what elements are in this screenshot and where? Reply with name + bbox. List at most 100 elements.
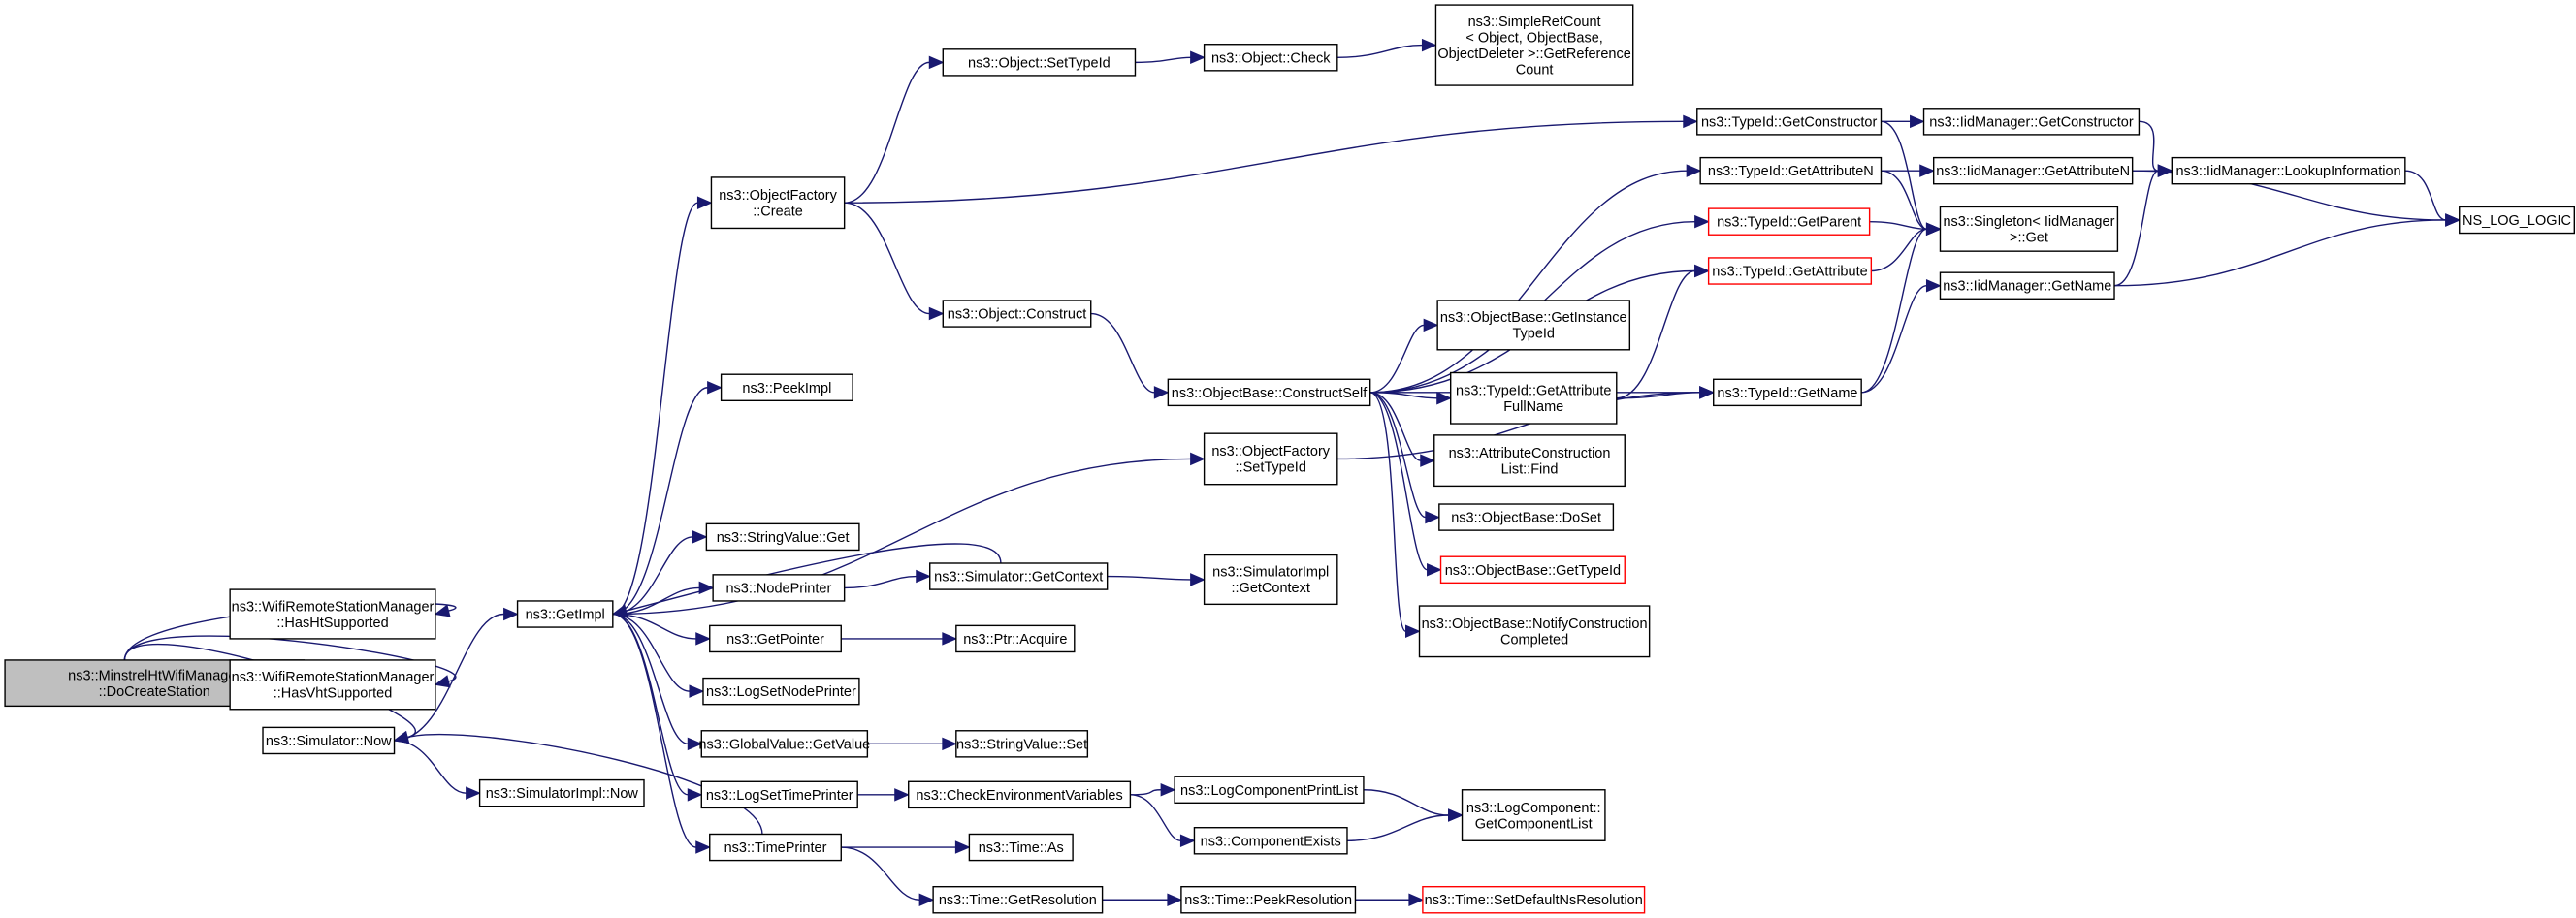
node-label: ::DoCreateStation	[99, 684, 210, 700]
node-object-set-type-id[interactable]: ns3::Object::SetTypeId	[942, 48, 1137, 77]
edge-constructSelf-to-objectBaseGetInstanceTypeId	[1369, 324, 1425, 394]
node-box	[2459, 206, 2576, 235]
node-object-base-notify[interactable]: ns3::ObjectBase::NotifyConstructionCompl…	[1418, 605, 1651, 658]
edge-typeIdGetAttributeFullName-to-typeIdGetAttribute	[1616, 269, 1695, 399]
arrowhead	[954, 840, 971, 854]
node-label: ns3::TypeId::GetConstructor	[1701, 114, 1878, 130]
node-sim-get-context[interactable]: ns3::Simulator::GetContext	[929, 562, 1109, 590]
node-simple-ref-count[interactable]: ns3::SimpleRefCount< Object, ObjectBase,…	[1434, 4, 1634, 86]
edge-typeIdGetAttribute-to-singletonGet	[1871, 228, 1927, 272]
edge-simGetContext-to-getImpl	[626, 543, 1002, 612]
edge-constructSelf-to-objectBaseGetTypeId	[1369, 392, 1428, 571]
node-type-id-get-name[interactable]: ns3::TypeId::GetName	[1713, 378, 1862, 407]
node-log-set-node-printer[interactable]: ns3::LogSetNodePrinter	[702, 677, 860, 706]
node-object-base-get-type-id[interactable]: ns3::ObjectBase::GetTypeId	[1439, 555, 1626, 585]
node-string-value-set[interactable]: ns3::StringValue::Set	[955, 730, 1089, 758]
node-box	[1433, 434, 1626, 488]
node-box	[1707, 207, 1871, 236]
node-box	[2171, 156, 2406, 185]
node-object-factory-create[interactable]: ns3::ObjectFactory::Create	[710, 176, 846, 230]
edge-iidGetName-to-nsLogLogic	[2114, 219, 2446, 287]
node-peek-impl[interactable]: ns3::PeekImpl	[720, 373, 853, 402]
node-sim-now[interactable]: ns3::Simulator::Now	[262, 726, 396, 755]
arrowhead	[466, 786, 481, 800]
node-iid-lookup[interactable]: ns3::IidManager::LookupInformation	[2171, 156, 2406, 185]
arrowhead	[434, 675, 451, 688]
node-box	[955, 730, 1089, 758]
node-time-set-default-ns[interactable]: ns3::Time::SetDefaultNsResolution	[1422, 885, 1646, 914]
arrowhead	[698, 581, 715, 595]
arrowhead	[918, 893, 935, 907]
node-log-component-print-list[interactable]: ns3::LogComponentPrintList	[1174, 776, 1365, 805]
node-time-get-resolution[interactable]: ns3::Time::GetResolution	[932, 885, 1104, 914]
node-label: ns3::PeekImpl	[742, 381, 831, 396]
node-root[interactable]: ns3::MinstrelHtWifiManager::DoCreateStat…	[4, 659, 306, 708]
node-time-printer[interactable]: ns3::TimePrinter	[709, 833, 842, 862]
node-log-component-get-list[interactable]: ns3::LogComponent::GetComponentList	[1461, 789, 1606, 841]
node-object-factory-set-type-id[interactable]: ns3::ObjectFactory::SetTypeId	[1203, 432, 1338, 486]
node-construct-self[interactable]: ns3::ObjectBase::ConstructSelf	[1167, 378, 1371, 407]
node-box	[1439, 555, 1626, 585]
node-component-exists[interactable]: ns3::ComponentExists	[1193, 827, 1348, 855]
node-object-construct[interactable]: ns3::Object::Construct	[942, 300, 1092, 328]
edge-simNow-to-getImpl	[394, 613, 504, 742]
node-singleton-get[interactable]: ns3::Singleton< IidManager >::Get	[1939, 206, 2119, 252]
node-type-id-get-parent[interactable]: ns3::TypeId::GetParent	[1707, 207, 1871, 236]
node-type-id-get-attribute[interactable]: ns3::TypeId::GetAttribute	[1707, 257, 1873, 285]
node-label: ns3::Simulator::Now	[266, 734, 392, 749]
node-node-printer[interactable]: ns3::NodePrinter	[712, 574, 846, 602]
node-has-vht[interactable]: ns3::WifiRemoteStationManager::HasVhtSup…	[229, 659, 436, 711]
edges-layer	[123, 38, 2462, 907]
edge-constructSelf-to-attrConstructionListFind	[1369, 392, 1421, 461]
node-label: ns3::Object::Check	[1211, 50, 1331, 66]
node-label: ns3::AttributeConstruction	[1449, 446, 1611, 461]
node-label: ::HasHtSupported	[276, 616, 388, 631]
node-has-ht[interactable]: ns3::WifiRemoteStationManager::HasHtSupp…	[229, 588, 436, 640]
node-box	[1422, 885, 1646, 914]
edge-checkEnvVars-to-componentExists	[1130, 794, 1181, 841]
node-iid-get-name[interactable]: ns3::IidManager::GetName	[1939, 271, 2115, 300]
node-time-as[interactable]: ns3::Time::As	[968, 833, 1074, 862]
edge-componentExists-to-logComponentGetList	[1346, 814, 1449, 841]
node-get-impl[interactable]: ns3::GetImpl	[516, 600, 614, 628]
node-label: ns3::Object::SetTypeId	[968, 55, 1111, 71]
node-label: ns3::ComponentExists	[1201, 834, 1341, 849]
node-object-check[interactable]: ns3::Object::Check	[1203, 44, 1338, 72]
node-box	[1707, 257, 1873, 285]
node-iid-get-attribute-n[interactable]: ns3::IidManager::GetAttributeN	[1932, 156, 2134, 185]
node-ptr-acquire[interactable]: ns3::Ptr::Acquire	[955, 624, 1076, 653]
node-label: ns3::SimpleRefCount	[1468, 15, 1601, 30]
node-box	[1193, 827, 1348, 855]
node-label: ns3::Time::PeekResolution	[1184, 893, 1352, 908]
node-label: ns3::LogSetTimePrinter	[706, 788, 853, 804]
node-iid-get-constructor[interactable]: ns3::IidManager::GetConstructor	[1922, 108, 2141, 136]
node-type-id-get-constructor[interactable]: ns3::TypeId::GetConstructor	[1696, 108, 1883, 136]
node-string-value-get[interactable]: ns3::StringValue::Get	[705, 522, 860, 552]
node-time-peek-resolution[interactable]: ns3::Time::PeekResolution	[1180, 885, 1357, 914]
node-ns-log-logic[interactable]: NS_LOG_LOGIC	[2459, 206, 2576, 235]
node-label: Count	[1516, 62, 1554, 78]
node-sim-impl-now[interactable]: ns3::SimulatorImpl::Now	[478, 778, 645, 807]
node-global-value-get-value[interactable]: ns3::GlobalValue::GetValue	[698, 730, 870, 758]
node-check-env-vars[interactable]: ns3::CheckEnvironmentVariables	[908, 780, 1132, 809]
node-sim-impl-get-context[interactable]: ns3::SimulatorImpl::GetContext	[1203, 554, 1338, 606]
arrowhead	[1919, 164, 1935, 177]
edge-timePrinter-to-timeGetResolution	[841, 846, 920, 901]
node-get-pointer[interactable]: ns3::GetPointer	[709, 624, 842, 653]
node-label: ns3::TypeId::GetName	[1717, 386, 1857, 401]
node-label: ns3::ObjectFactory	[1211, 444, 1330, 459]
edge-objectFactoryCreate-to-typeIdGetConstructor	[844, 120, 1684, 204]
node-object-base-do-set[interactable]: ns3::ObjectBase::DoSet	[1438, 503, 1615, 531]
node-type-id-get-attribute-n[interactable]: ns3::TypeId::GetAttributeN	[1699, 156, 1883, 185]
node-log-set-time-printer[interactable]: ns3::LogSetTimePrinter	[700, 780, 858, 809]
node-label: ns3::SimulatorImpl::Now	[486, 786, 639, 802]
node-label: FullName	[1503, 399, 1563, 415]
arrowhead	[1423, 318, 1439, 332]
edge-checkEnvVars-to-logComponentPrintList	[1130, 789, 1162, 796]
node-label: ::HasVhtSupported	[274, 686, 393, 702]
arrowhead	[695, 632, 712, 646]
edge-getImpl-to-logSetTimePrinter	[612, 613, 689, 796]
